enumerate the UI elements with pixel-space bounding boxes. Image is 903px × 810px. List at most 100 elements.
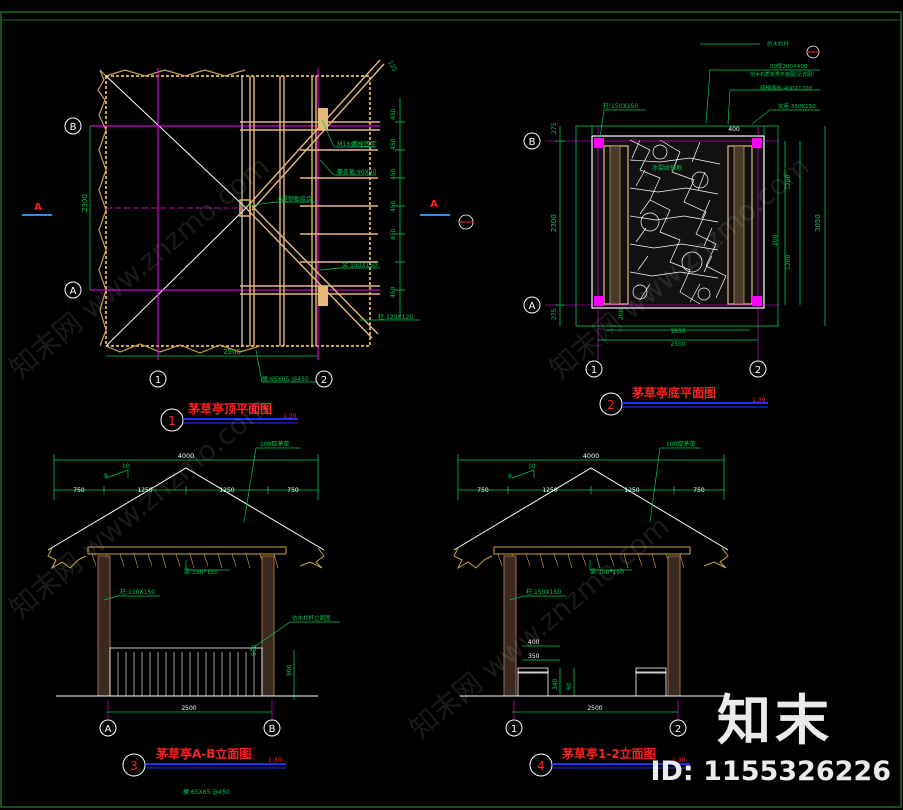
roof-plan: 450 450 450 450 450 450 125 2300 2500 M1… [22,60,420,432]
note-beam: 梁:150*150 [184,568,218,576]
note-paving: 冰裂纹铺地 [652,164,682,172]
drawing-scale: 1:30 [268,757,282,764]
dim-2300: 2300 [81,194,89,212]
grid-label-1: 1 [591,365,597,376]
railing-bars [117,652,255,696]
dim-450: 450 [390,286,397,298]
dim-2500: 2500 [587,705,602,712]
dim-125: 125 [386,60,398,74]
elev4-leaders [509,447,700,601]
dim-350: 350 [528,653,540,660]
dim-750: 750 [73,487,85,494]
dim-2300: 2300 [550,214,558,232]
grid-bubble-b [64,117,82,135]
roof-thatch-eave [47,547,87,570]
ice-crack-pattern [629,139,727,305]
note-rail: 仿木栏杆 [767,40,790,48]
slope-mark [511,469,535,479]
floor-plan: 275 2300 275 400 1200 1200 3050 200 200 … [420,40,826,416]
grid-bubble-2 [749,360,767,378]
drawing-title-elevation-12: 茅草亭1-2立面图 [562,746,656,761]
note-seat-detail: 仿木石质条凳平面图(见详图) [750,71,814,78]
dim-750: 750 [693,487,705,494]
roof-outline [47,467,325,551]
dim-1650: 1650 [670,328,685,335]
grid-label-b: B [70,122,77,133]
bench-left-top [517,667,549,674]
elevation-12: 4000 750 1250 1250 750 2500 400 350 340 … [453,440,729,777]
title-number: 2 [607,398,615,412]
dim-450: 450 [390,138,397,150]
drawing-title-floor-plan: 茅草亭底平面图 [632,385,716,400]
note-post: 柱:150X150 [603,102,638,110]
bench-left [517,671,549,697]
note-roof: 100厚茅草 [666,440,695,448]
dim-3050: 3050 [814,214,822,232]
elevation-ab: 4000 750 1250 1250 750 2500 900 560 10 8 [47,440,340,796]
bench-left-board [609,145,621,305]
dim-275: 275 [551,308,558,320]
bench-right-top [635,667,667,674]
elev4-dims [457,454,725,713]
dim-750: 750 [477,487,489,494]
dim-2500: 2500 [223,348,241,356]
grid-bubble-a [523,296,541,314]
dim-400: 400 [728,126,740,133]
dim-60: 60 [566,682,573,690]
bench-right-board [733,145,745,305]
roof-hip-line [105,75,247,209]
title-number: 1 [168,414,176,428]
dim-450: 450 [390,228,397,240]
dim-450: 450 [390,168,397,180]
dim-1250: 1250 [624,487,639,494]
slope-label: 8 [104,473,108,480]
dim-1200: 1200 [785,175,792,190]
watermark-logo: 知末 [717,689,833,752]
grid-label-b: B [529,137,536,148]
note-post: 柱:150X150 [526,588,561,596]
roof-thatch-fringe-left [97,69,107,347]
note-seat: 50厚200X400 [770,63,808,70]
dim-560: 560 [251,644,258,656]
drawing-scale: 1:30 [672,757,686,764]
grid-label-2: 2 [321,375,327,386]
slope-mark [105,469,129,479]
roof-thatch-eave [703,547,729,569]
post-corner [752,138,762,148]
roof-thatch-fringe-top [105,69,246,77]
roof-leaders [245,119,420,383]
title-number: 4 [537,759,545,773]
roof-hip-line [105,207,247,347]
grid-bubble-1 [585,360,603,378]
grid-bubble-b [523,132,541,150]
slope-label: 10 [122,463,130,470]
dim-2500: 2500 [670,341,685,348]
watermark-id: ID: 1155326226 [650,756,891,787]
roof-beam-band [87,546,287,555]
dim-400: 400 [528,639,540,646]
note-tie: 檩条截:90X90 [337,168,377,176]
note-post: 柱:150X150 [120,588,155,596]
note-support: 支座:350X150 [778,102,816,110]
drawing-title-roof-plan: 茅草亭顶平面图 [188,401,272,416]
elev3-leaders [103,447,340,651]
dim-200: 200 [618,308,625,320]
grid-label-b: B [269,724,276,735]
note-purlin: 椽:65X65 @450 [183,788,230,796]
note-purlin: 椽:65X65 @450 [262,375,309,383]
bench-right [635,671,667,697]
beam-joint [318,108,328,130]
note-railing: 仿木栏杆立面图 [292,614,331,622]
roof-thatch-fringe-bottom [105,343,261,354]
drawing-title-elevation-ab: 茅草亭A-B立面图 [156,746,251,761]
grid-label-a: A [529,301,536,312]
post-corner [594,296,604,306]
note-bolt: M16螺栓固定 [337,139,377,148]
dim-275: 275 [551,122,558,134]
post-left [97,555,111,697]
post-corner [752,296,762,306]
railing [109,647,263,697]
dim-200: 200 [772,234,779,246]
dim-1250: 1250 [137,487,152,494]
